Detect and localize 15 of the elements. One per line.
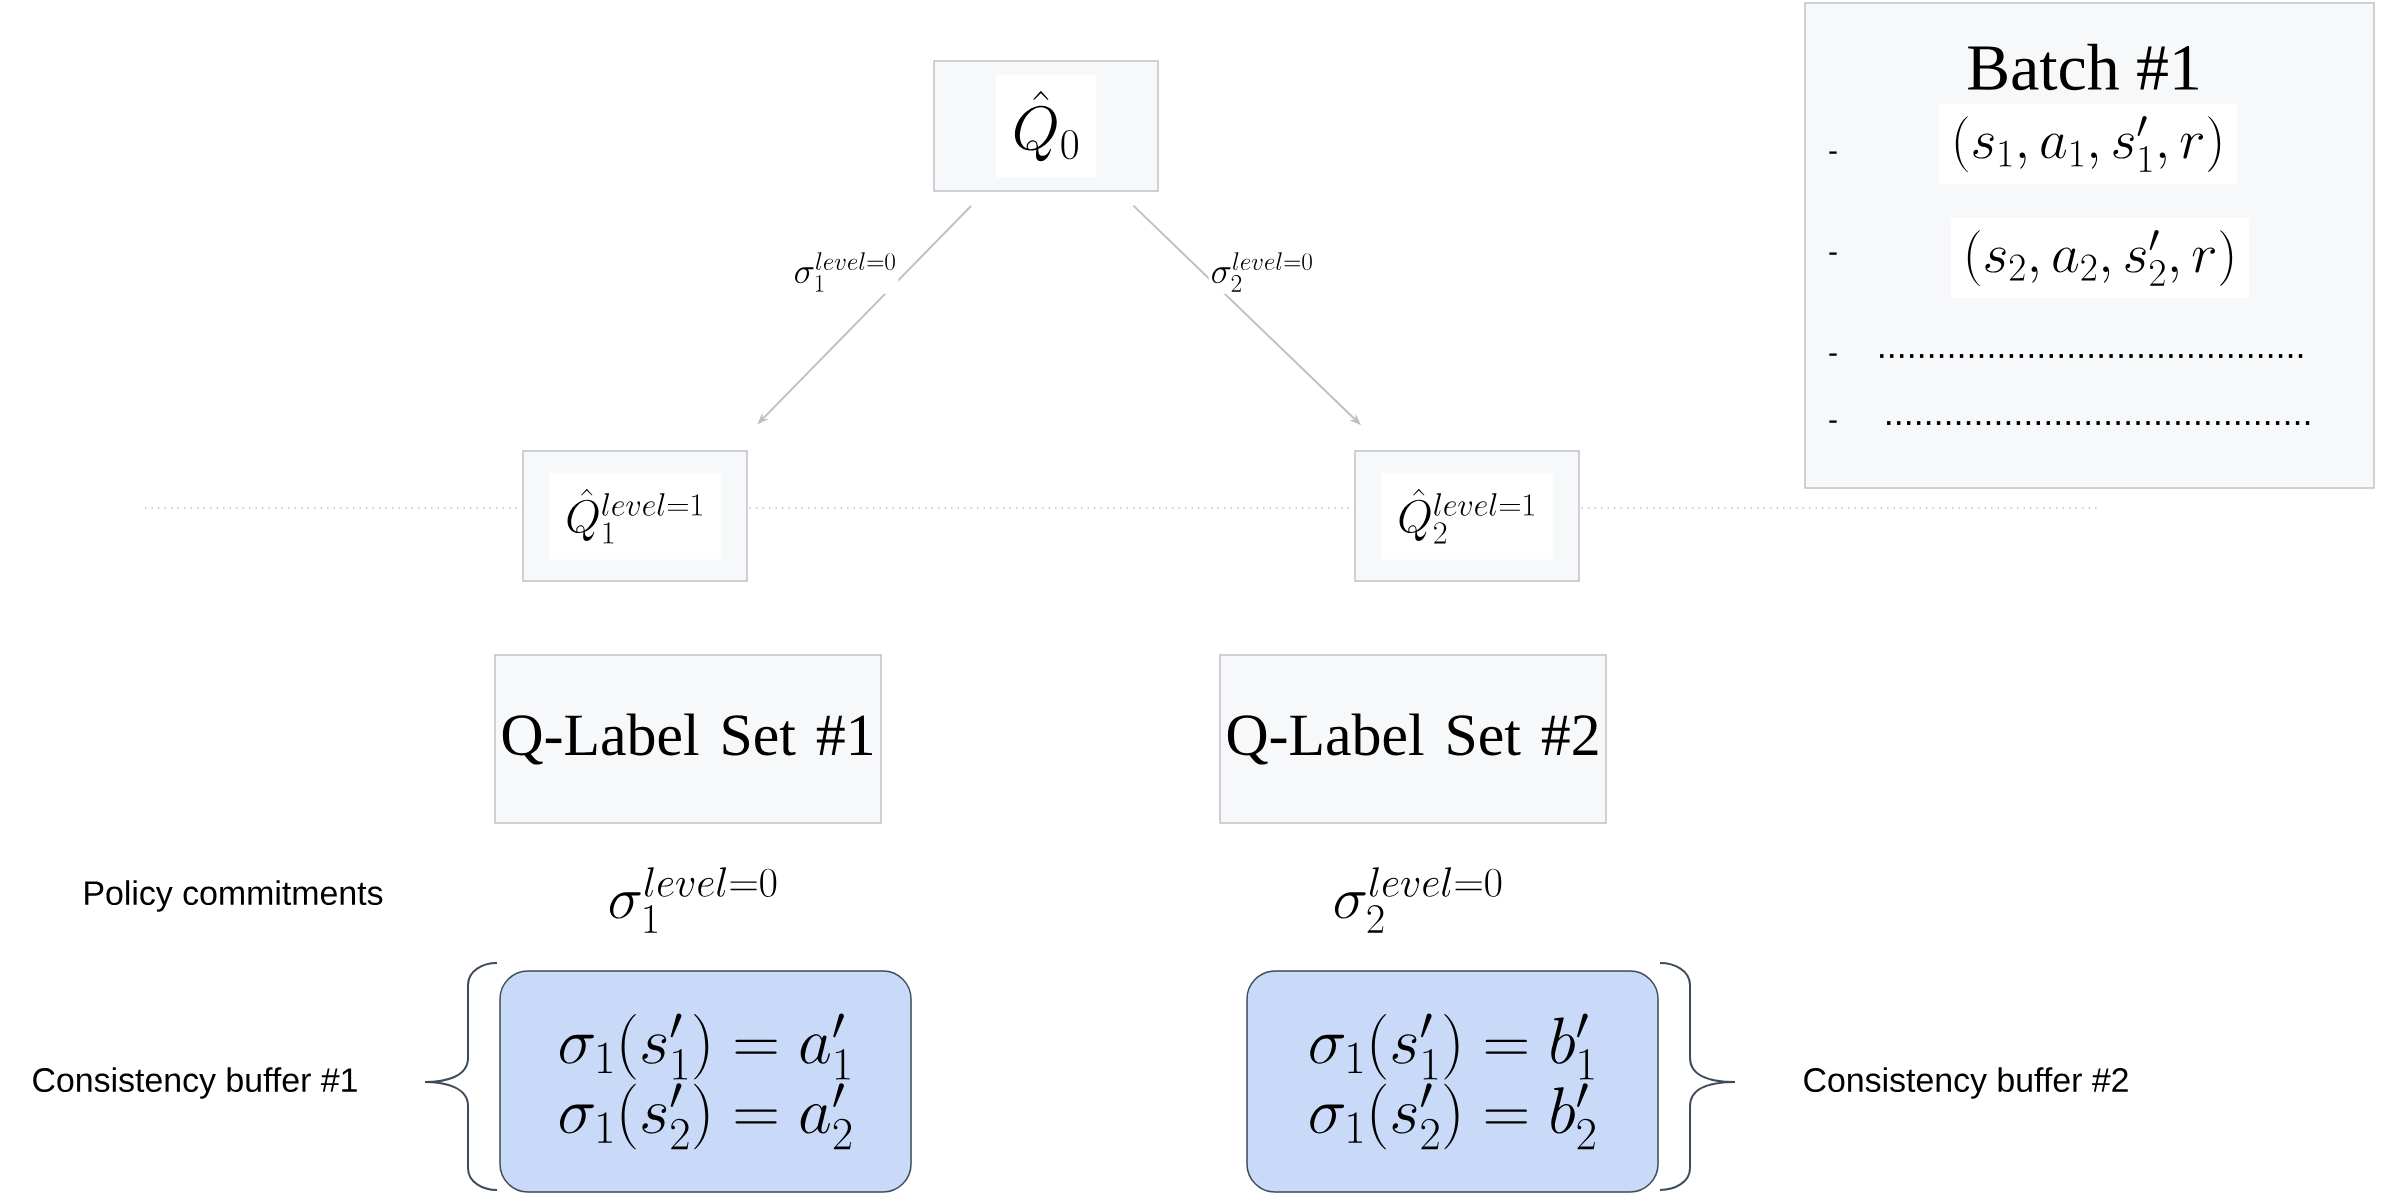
side-label: Policy commitments <box>85 880 383 912</box>
formula-box: $\hat{Q}_1^{level=1}$ <box>522 450 748 582</box>
commitment-label: $\sigma_2^{level=0}$ <box>1334 867 1502 933</box>
buffer-box: $\sigma_1(s'_1) = a'_1$ $\sigma_1(s'_2) = a'_2$ <box>499 970 912 1193</box>
label-set-box: Q-Label Set #2 <box>1219 654 1607 824</box>
formula-box: $\hat{Q}_2^{level=1}$ <box>1354 450 1580 582</box>
edge-label: $\sigma_2^{level=0}$ <box>1208 250 1316 294</box>
buffer-box: $\sigma_1(s'_1) = b'_1$ $\sigma_1(s'_2) = b'_2$ <box>1246 970 1659 1193</box>
side-label: Consistency buffer #2 <box>1804 1067 2128 1099</box>
edge-label: $\sigma_1^{level=0}$ <box>791 250 899 294</box>
formula-box: $\hat{Q}_0$ <box>933 60 1159 192</box>
side-label: Consistency buffer #1 <box>33 1067 357 1099</box>
commitment-label: $\sigma_1^{level=0}$ <box>609 867 777 933</box>
batch-box: Batch #1 - $(s_1, a_1, s'_1, r)$ - $(s_2, a_2, s'_2, r)$ - ........................................... - ........................................... <box>1804 2 2375 489</box>
label-set-box: Q-Label Set #1 <box>494 654 882 824</box>
